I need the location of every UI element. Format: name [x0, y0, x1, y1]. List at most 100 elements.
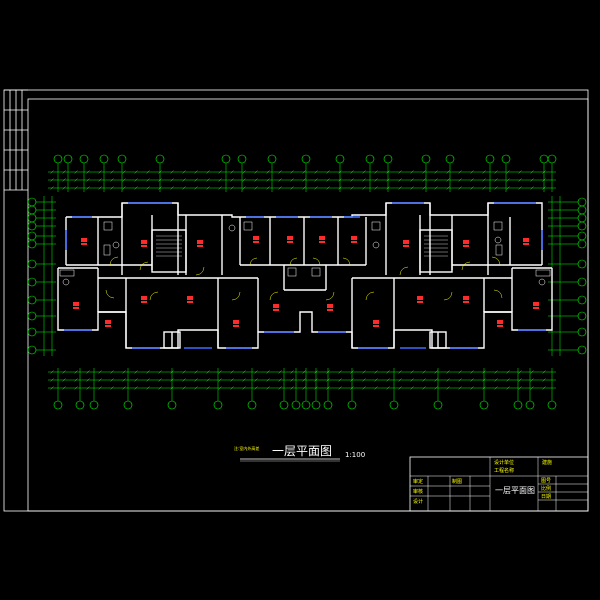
dimension-tick — [470, 178, 474, 182]
dimension-tick — [374, 370, 378, 374]
dimension-tick — [386, 186, 390, 190]
dimension-tick — [122, 370, 126, 374]
dimension-tick — [326, 370, 330, 374]
room-tag — [373, 320, 379, 324]
dimension-tick — [362, 386, 366, 390]
dimension-tick — [254, 178, 258, 182]
dimension-tick — [362, 370, 366, 374]
dimension-tick — [230, 186, 234, 190]
dimension-tick — [278, 386, 282, 390]
dimension-tick — [242, 186, 246, 190]
dimension-tick — [542, 370, 546, 374]
dimension-tick — [62, 370, 66, 374]
room-tag — [141, 296, 147, 300]
dimension-tick — [374, 170, 378, 174]
dimension-tick — [338, 186, 342, 190]
dimension-tick — [254, 170, 258, 174]
dimension-tick — [458, 378, 462, 382]
dimension-tick — [350, 178, 354, 182]
dimension-tick — [530, 170, 534, 174]
dimension-tick — [182, 370, 186, 374]
room-area-tag — [197, 245, 203, 247]
dimension-tick — [506, 370, 510, 374]
dimension-tick — [98, 378, 102, 382]
axis-ticks — [36, 163, 578, 401]
room-area-tag — [523, 243, 529, 245]
dimension-tick — [326, 178, 330, 182]
dimension-tick — [458, 170, 462, 174]
dimension-tick — [182, 186, 186, 190]
dimension-tick — [470, 170, 474, 174]
dimension-tick — [194, 170, 198, 174]
tb-designer-label: 设计单位 — [494, 459, 514, 466]
room-tag — [105, 320, 111, 324]
dimension-tick — [50, 186, 54, 190]
dimension-tick — [422, 386, 426, 390]
dimension-tick — [410, 370, 414, 374]
dimension-tick — [410, 378, 414, 382]
dimension-tick — [470, 186, 474, 190]
dimension-tick — [218, 186, 222, 190]
dimension-tick — [494, 386, 498, 390]
axis-bubble-right — [577, 221, 587, 231]
axis-bubble-left — [27, 345, 37, 355]
dimension-tick — [230, 178, 234, 182]
room-area-tag — [105, 325, 111, 327]
dimension-tick — [386, 370, 390, 374]
dimension-tick — [122, 186, 126, 190]
title-block: 设计单位 工程名称 建施 审定 审核 设计 制图 图号 比例 日期 一层平面图 — [409, 456, 589, 512]
dimension-tick — [398, 178, 402, 182]
room-area-tag — [417, 301, 423, 303]
dimension-tick — [254, 186, 258, 190]
room-area-tag — [273, 309, 279, 311]
dimension-tick — [458, 370, 462, 374]
axis-bubble-left — [27, 221, 37, 231]
axis-bubble-top — [99, 154, 109, 164]
dimension-tick — [338, 386, 342, 390]
axis-bubble-bottom — [279, 400, 289, 410]
dimension-tick — [350, 170, 354, 174]
room-area-tag — [141, 245, 147, 247]
dimension-tick — [314, 386, 318, 390]
dimension-tick — [362, 170, 366, 174]
dimension-tick — [482, 378, 486, 382]
axis-bubbles-left — [27, 197, 37, 355]
dimension-tick — [518, 378, 522, 382]
tb-sheet-label: 图号 — [541, 478, 551, 484]
dimension-tick — [338, 370, 342, 374]
dimension-tick — [398, 370, 402, 374]
dimension-tick — [350, 370, 354, 374]
axis-bubble-top — [221, 154, 231, 164]
dimension-tick — [398, 186, 402, 190]
axis-bubble-top — [155, 154, 165, 164]
dimension-tick — [266, 170, 270, 174]
room-area-tag — [403, 245, 409, 247]
dimension-tick — [110, 378, 114, 382]
dimension-tick — [398, 386, 402, 390]
dimension-tick — [98, 386, 102, 390]
tb-check-label: 审核 — [413, 488, 423, 495]
dimension-tick — [50, 178, 54, 182]
dimension-tick — [122, 386, 126, 390]
axis-bubble-bottom — [479, 400, 489, 410]
dimension-tick — [242, 370, 246, 374]
axis-bubble-bottom — [75, 400, 85, 410]
dimension-tick — [410, 170, 414, 174]
dimension-tick — [254, 370, 258, 374]
room-tag — [73, 302, 79, 306]
dimension-tick — [482, 386, 486, 390]
axis-bubble-top — [79, 154, 89, 164]
dimension-tick — [122, 378, 126, 382]
dimension-tick — [362, 186, 366, 190]
dimension-tick — [62, 386, 66, 390]
dimension-tick — [446, 386, 450, 390]
dimension-tick — [158, 378, 162, 382]
axis-bubble-left — [27, 295, 37, 305]
dimension-tick — [194, 386, 198, 390]
tb-approve-label: 审定 — [413, 478, 423, 485]
dimension-tick — [74, 178, 78, 182]
axis-bubble-bottom — [323, 400, 333, 410]
room-tag — [351, 236, 357, 240]
room-area-tag — [73, 307, 79, 309]
